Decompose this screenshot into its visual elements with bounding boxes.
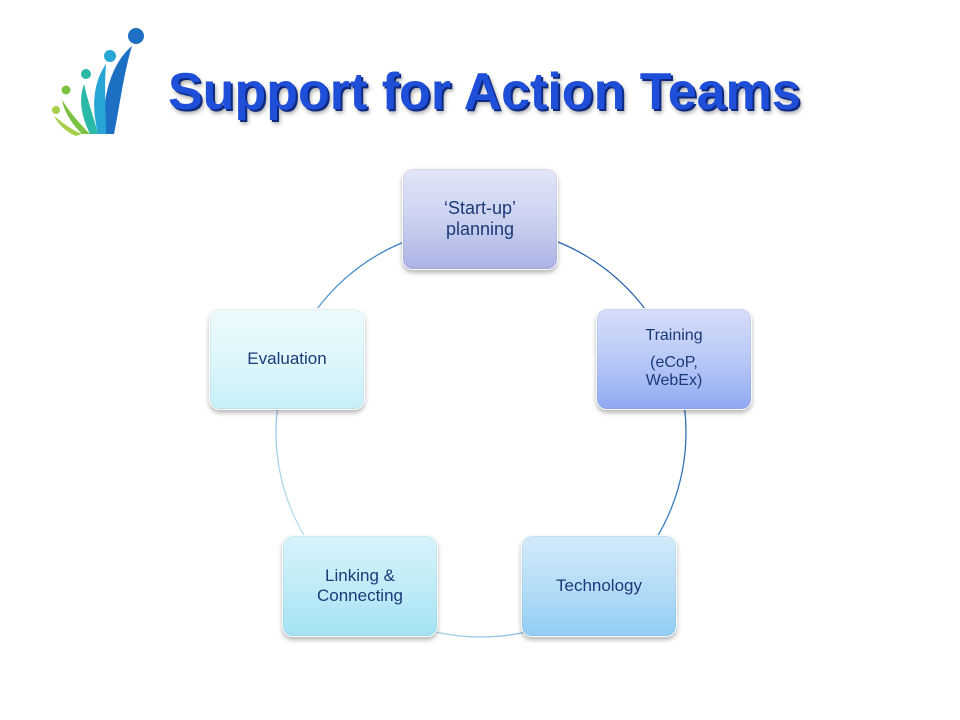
- node-startup-line-1: ‘Start-up’: [443, 198, 517, 219]
- page-title: Support for Action Teams: [168, 63, 801, 121]
- node-training-line-1: Training: [645, 327, 703, 345]
- node-training-line-2: (eCoP,: [650, 353, 698, 371]
- node-linking-connecting: Linking & Connecting: [282, 535, 438, 637]
- node-training-line-3: WebEx): [645, 372, 703, 390]
- node-linking-line-2: Connecting: [316, 586, 403, 605]
- node-startup-line-2: planning: [445, 219, 515, 239]
- people-swoosh-logo-icon: [52, 28, 144, 136]
- node-technology: Technology: [521, 535, 677, 637]
- node-linking-line-1: Linking &: [325, 566, 395, 586]
- node-evaluation-line-1: Evaluation: [247, 349, 327, 369]
- node-evaluation: Evaluation: [209, 308, 365, 410]
- node-technology-line-1: Technology: [555, 576, 642, 596]
- node-training: Training (eCoP, WebEx): [596, 308, 752, 410]
- node-startup-planning: ‘Start-up’ planning: [402, 168, 558, 270]
